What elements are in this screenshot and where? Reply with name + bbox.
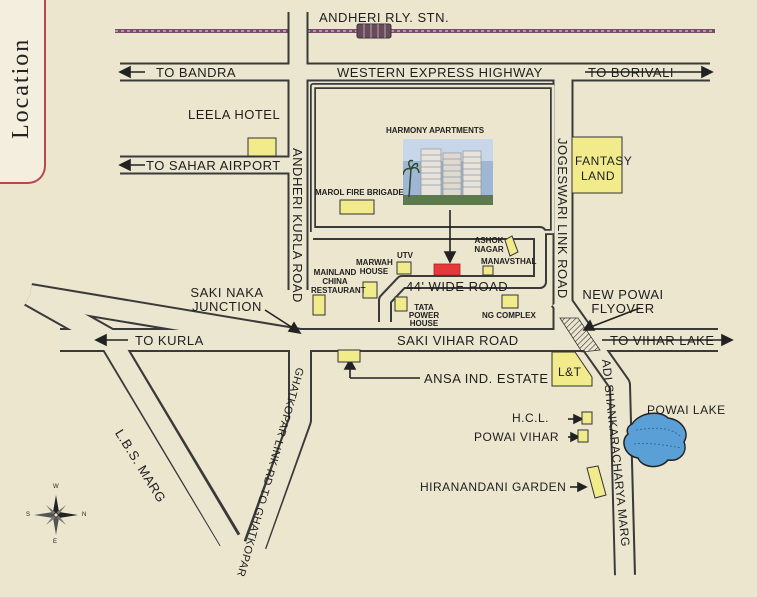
- compass-s: E: [53, 539, 58, 545]
- leela-hotel-label: LEELA HOTEL: [188, 107, 281, 122]
- flyover-hatch: [559, 317, 601, 353]
- jogeshwari-link-label: JOGESWARI LINK ROAD: [555, 138, 570, 299]
- saki-naka-label: SAKI NAKA JUNCTION: [190, 285, 264, 314]
- mainland-box: [312, 294, 326, 316]
- location-tab-title: Location: [8, 37, 34, 139]
- fantasy-land-box: [571, 136, 623, 194]
- marol-fire-label: MAROL FIRE BRIGADE: [315, 188, 404, 197]
- harmony-apartments-photo[interactable]: [403, 139, 493, 205]
- compass-rose: [34, 495, 78, 535]
- rly-station-label: ANDHERI RLY. STN.: [319, 10, 450, 25]
- to-sahar-label: TO SAHAR AIRPORT: [146, 158, 281, 173]
- andheri-kurla-label: ANDHERI KURLA ROAD: [290, 148, 305, 303]
- hcl-box: [581, 411, 593, 425]
- to-vihar-lake-label: TO VIHAR LAKE: [610, 333, 715, 348]
- manavsthal-box: [482, 265, 494, 276]
- ashok-nagar-box: [504, 235, 519, 257]
- powai-vihar-box: [577, 429, 589, 443]
- landmark-boxes: [247, 136, 623, 499]
- utv-label: UTV: [397, 251, 413, 260]
- compass-n: W: [53, 484, 60, 490]
- road-fills: [25, 10, 720, 578]
- railway-line: [115, 23, 715, 39]
- tata-power-box: [394, 296, 408, 312]
- mainland-label: MAINLAND CHINA RESTAURANT: [311, 268, 366, 295]
- fantasy-land-label: FANTASY LAND: [575, 154, 633, 183]
- weh-label: WESTERN EXPRESS HIGHWAY: [337, 65, 543, 80]
- wide-road-label: 44' WIDE ROAD: [406, 279, 509, 294]
- ansa-box: [337, 349, 361, 363]
- compass-w: S: [26, 512, 31, 518]
- location-tab: Location: [0, 0, 46, 184]
- to-kurla-label: TO KURLA: [135, 333, 204, 348]
- marol-fire-box: [339, 199, 375, 215]
- manavsthal-label: MANAVSTHAL: [481, 257, 537, 266]
- powai-vihar-label: POWAI VIHAR: [474, 430, 560, 444]
- hiranandani-label: HIRANANDANI GARDEN: [420, 480, 567, 494]
- hiranandani-box: [586, 465, 607, 499]
- new-powai-flyover-label: NEW POWAI FLYOVER: [582, 287, 664, 316]
- project-marker[interactable]: [433, 263, 461, 276]
- to-bandra-label: TO BANDRA: [156, 65, 237, 80]
- tata-power-label: TATA POWER HOUSE: [408, 303, 440, 328]
- utv-box: [396, 261, 412, 275]
- hcl-label: H.C.L.: [512, 411, 550, 425]
- leela-hotel-box: [247, 137, 277, 157]
- lt-box: [551, 351, 593, 387]
- saki-vihar-label: SAKI VIHAR ROAD: [397, 333, 519, 348]
- to-borivali-label: TO BORIVALI: [588, 65, 674, 80]
- marwah-label: MARWAH HOUSE: [356, 258, 393, 276]
- compass-e: N: [82, 512, 87, 518]
- powai-lake-shape: [623, 412, 687, 468]
- ansa-label: ANSA IND. ESTATE: [424, 371, 549, 386]
- ashok-nagar-label: ASHOK NAGAR: [474, 236, 504, 254]
- lt-label: L&T: [558, 365, 582, 379]
- marwah-box: [362, 281, 378, 299]
- powai-lake-label: POWAI LAKE: [647, 403, 726, 417]
- project-name-label[interactable]: HARMONY APARTMENTS: [386, 126, 485, 135]
- ng-complex-label: NG COMPLEX: [482, 311, 536, 320]
- building-illustration: [403, 139, 493, 205]
- ng-complex-box: [501, 294, 519, 309]
